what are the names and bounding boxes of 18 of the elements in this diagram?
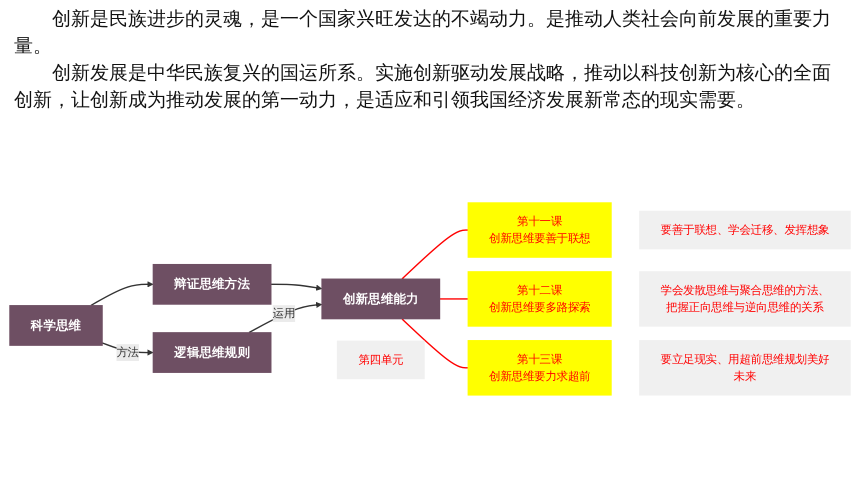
paragraph-text: 创新是民族进步的灵魂，是一个国家兴旺发达的不竭动力。是推动人类社会向前发展的重要力量。 (14, 7, 832, 59)
node-box: 创新思维能力 (321, 278, 440, 320)
node-box: 第十三课 创新思维要力求超前 (468, 340, 612, 396)
arrow (271, 284, 322, 291)
node-box: 科学思维 (9, 305, 103, 346)
paragraph-text: 创新发展是中华民族复兴的国运所系。实施创新驱动发展战略，推动以科技创新为核心的全面创新，让创新成为推动发展的第一动力，是适应和引领我国经济发展新常态的现实需要。 (14, 61, 832, 113)
node-box: 第十二课 创新思维要多路探索 (468, 271, 612, 327)
arrow (248, 302, 322, 334)
edge-label: 运用 (272, 306, 296, 320)
connector (440, 298, 468, 300)
arrow (90, 281, 154, 306)
edge-label: 方法 (116, 346, 139, 359)
node-box: 第四单元 (336, 340, 425, 380)
connector (402, 318, 468, 369)
connector (402, 229, 468, 280)
node-box: 辩证思维方法 (152, 264, 272, 305)
node-box: 第十一课 创新思维要善于联想 (468, 202, 612, 258)
node-box: 逻辑思维规则 (152, 332, 272, 373)
